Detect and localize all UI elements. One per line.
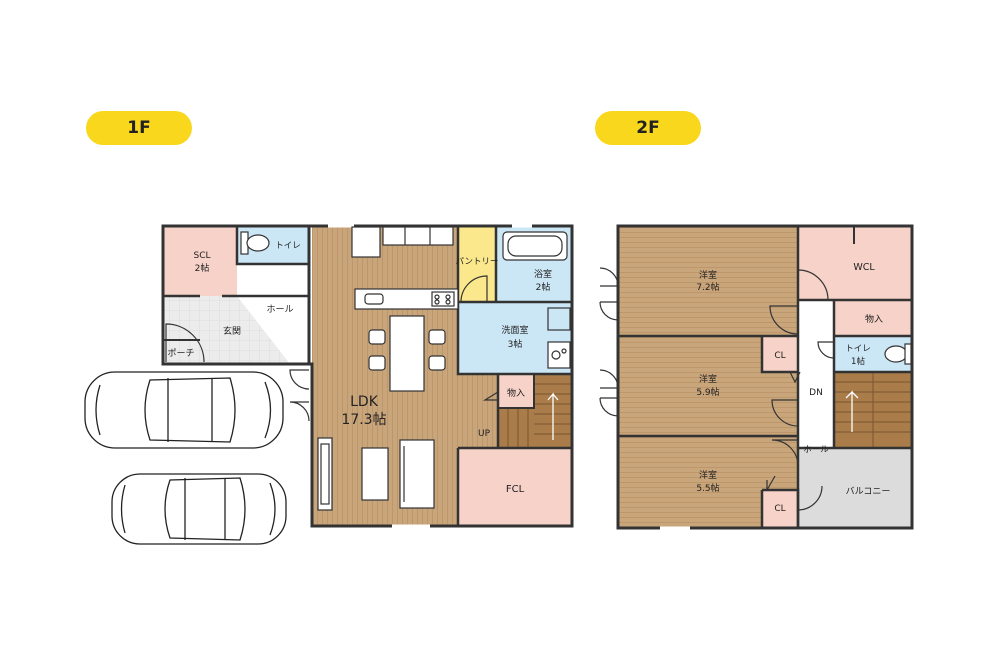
- scl-room: [163, 226, 237, 296]
- storage-label-2f: 物入: [865, 313, 883, 325]
- fcl-room: [458, 448, 572, 526]
- bedroom3-size: 5.5帖: [696, 482, 719, 494]
- fcl-label: FCL: [506, 484, 525, 495]
- floor-2f-plan: 洋室 7.2帖 WCL 物入 CL 洋室 5.9帖 トイレ 1帖 DN ホール …: [599, 224, 914, 530]
- kitchen-counter: [351, 226, 459, 310]
- bedroom-5-9: [618, 336, 762, 436]
- washroom-size: 3帖: [508, 338, 523, 350]
- wcl-label: WCL: [853, 262, 875, 273]
- bedroom3-label: 洋室: [699, 469, 717, 481]
- entrance-area: [163, 296, 290, 364]
- washbasin-icon: [547, 307, 571, 369]
- living-furniture: [317, 437, 435, 511]
- toilet-icon-1f: [240, 231, 270, 255]
- bedroom1-size: 7.2帖: [696, 281, 719, 293]
- cl-room-2: [762, 490, 798, 528]
- cl2-label: CL: [774, 504, 785, 514]
- bedroom1-label: 洋室: [699, 269, 717, 281]
- ldk-size: 17.3帖: [341, 412, 386, 428]
- bath-label: 浴室: [534, 268, 552, 280]
- bedroom2-label: 洋室: [699, 373, 717, 385]
- bedroom-5-5: [618, 436, 762, 528]
- dining-table: [368, 315, 446, 392]
- car-top-icon: [84, 371, 284, 449]
- washroom-label: 洗面室: [501, 324, 528, 336]
- storage-room-2f: [834, 300, 912, 336]
- cl-room-1: [762, 336, 798, 372]
- balcony-label: バルコニー: [846, 486, 891, 497]
- floor-badge-2f: 2F: [595, 111, 701, 145]
- floor-1f-plan: SCL 2帖 トイレ ホール 玄関 ポーチ LDK 17.3帖 パントリー 浴室…: [161, 224, 574, 528]
- balcony: [798, 448, 912, 528]
- scl-size: 2帖: [195, 262, 210, 274]
- bathtub-icon: [502, 231, 568, 261]
- porch-label: ポーチ: [167, 348, 194, 359]
- ldk-label: LDK: [350, 394, 379, 410]
- toilet-label-2f: トイレ: [845, 344, 871, 354]
- toilet-label-1f: トイレ: [275, 241, 301, 251]
- hall-label-2f: ホール: [803, 445, 829, 455]
- stairs-up-label: UP: [478, 429, 491, 439]
- pantry-label: パントリー: [456, 257, 499, 267]
- toilet-icon-2f: [884, 343, 912, 365]
- bedroom2-size: 5.9帖: [696, 386, 719, 398]
- bath-size: 2帖: [536, 281, 551, 293]
- bedroom-7-2: [618, 226, 798, 336]
- stairs-down-label: DN: [809, 388, 823, 398]
- scl-label: SCL: [193, 251, 210, 261]
- storage-room-1f: [498, 374, 534, 408]
- toilet-size-2f: 1帖: [851, 356, 865, 367]
- car-bottom-icon: [111, 473, 287, 545]
- entrance-label: 玄関: [223, 325, 241, 337]
- floor-badge-1f: 1F: [86, 111, 192, 145]
- hall-label-1f: ホール: [266, 304, 293, 315]
- storage-label-1f: 物入: [507, 387, 525, 399]
- cl1-label: CL: [774, 351, 785, 361]
